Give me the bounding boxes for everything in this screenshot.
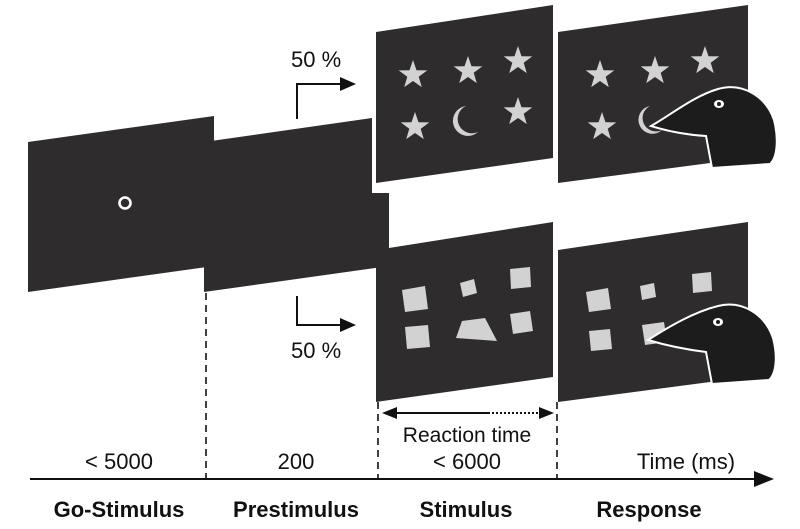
reaction-time-label: Reaction time (403, 424, 531, 447)
probability-lower: 50 % (291, 338, 341, 363)
square-icon (510, 267, 531, 289)
duration-stimulus: < 6000 (433, 449, 501, 474)
square-icon (589, 329, 612, 351)
square-icon (586, 288, 611, 312)
square-icon (640, 283, 656, 300)
reaction-time-bracket (382, 407, 554, 419)
response-screen-upper (558, 5, 778, 183)
square-icon (405, 325, 430, 349)
moon-icon (452, 106, 478, 136)
branch-arrow-upper (296, 77, 356, 119)
square-icon (692, 272, 712, 293)
stimulus-screen-upper (376, 5, 553, 183)
quadrilateral-icon (456, 318, 497, 341)
square-icon (402, 286, 428, 312)
duration-prestimulus: 200 (278, 449, 315, 474)
response-screen-lower (558, 222, 777, 402)
fixation-dot (118, 196, 132, 210)
time-axis-label: Time (ms) (637, 449, 735, 474)
phase-label-prestimulus: Prestimulus (233, 497, 359, 522)
stimulus-screen-lower (376, 222, 553, 402)
square-icon (460, 279, 477, 297)
go-stimulus-screen (28, 116, 214, 292)
branch-arrow-lower (296, 296, 356, 332)
crow-head-icon (648, 86, 778, 170)
phase-label-go-stimulus: Go-Stimulus (54, 497, 185, 522)
time-axis (30, 471, 774, 487)
probability-upper: 50 % (291, 47, 341, 72)
phase-label-response: Response (596, 497, 701, 522)
phase-label-stimulus: Stimulus (420, 497, 513, 522)
moon-icon (638, 106, 662, 134)
prestimulus-screen (204, 118, 389, 292)
duration-go-stimulus: < 5000 (85, 449, 153, 474)
square-icon (510, 311, 533, 334)
crow-head-icon (645, 303, 777, 386)
